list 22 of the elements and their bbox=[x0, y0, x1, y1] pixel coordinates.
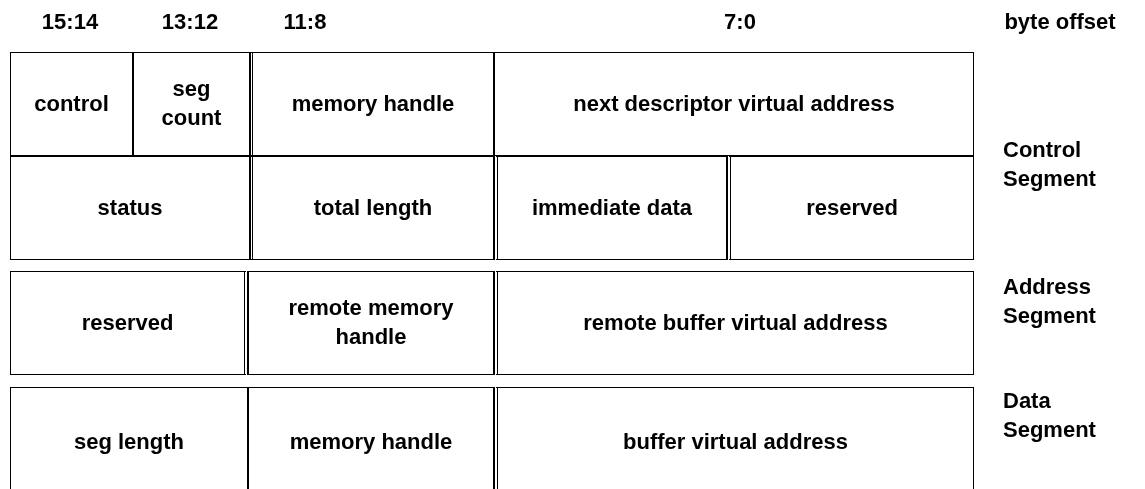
segment-label: Data Segment bbox=[1003, 387, 1097, 444]
register-field: seg length bbox=[10, 387, 248, 489]
register-field: total length bbox=[250, 156, 494, 260]
register-field: control bbox=[10, 52, 133, 156]
register-field: remote memory handle bbox=[248, 271, 494, 375]
register-field: status bbox=[10, 156, 250, 260]
register-field: buffer virtual address bbox=[494, 387, 974, 489]
bit-range-label: 13:12 bbox=[161, 8, 219, 36]
bit-range-label: 15:14 bbox=[41, 8, 99, 36]
register-field: reserved bbox=[10, 271, 248, 375]
register-field: reserved bbox=[727, 156, 974, 260]
register-field: next descriptor virtual address bbox=[494, 52, 974, 156]
segment-label: Address Segment bbox=[1003, 273, 1097, 330]
register-field: memory handle bbox=[248, 387, 494, 489]
segment-label: Control Segment bbox=[1003, 136, 1097, 193]
column-heading: byte offset bbox=[1004, 8, 1116, 36]
bit-range-label: 11:8 bbox=[283, 8, 327, 36]
bit-range-label: 7:0 bbox=[724, 8, 756, 36]
register-field: memory handle bbox=[250, 52, 494, 156]
register-field: remote buffer virtual address bbox=[494, 271, 974, 375]
register-field: seg count bbox=[133, 52, 250, 156]
register-field: immediate data bbox=[494, 156, 727, 260]
